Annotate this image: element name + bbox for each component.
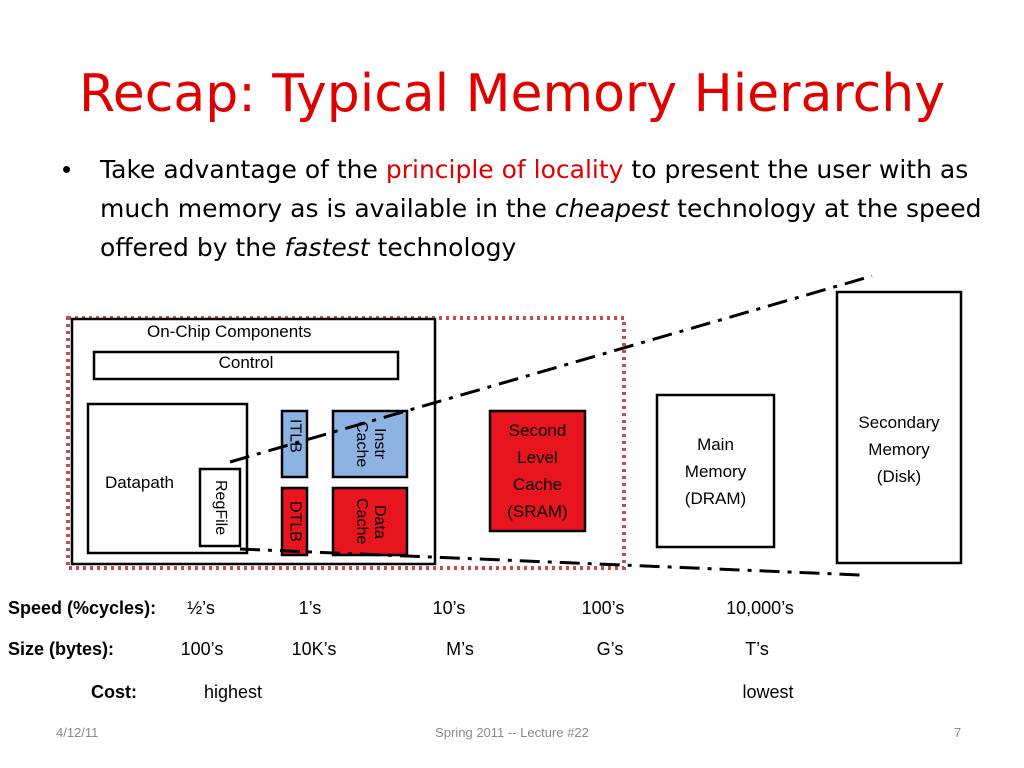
principle-of-locality: principle of locality: [385, 155, 624, 184]
footer-page-number: 7: [954, 725, 962, 740]
on-chip-box: [70, 317, 437, 566]
speed-value: 1’s: [298, 598, 322, 618]
slide-title: Recap: Typical Memory Hierarchy: [79, 64, 945, 124]
size-label: Size (bytes):: [8, 639, 115, 659]
data-cache-box: [331, 486, 409, 557]
speed-value: ½’s: [187, 598, 215, 618]
control-box: [92, 350, 400, 381]
size-value: 10K’s: [291, 639, 337, 659]
bullet-part4: technology: [369, 233, 517, 262]
dtlb-label: DTLB: [286, 500, 304, 542]
main-memory-box: [655, 393, 776, 549]
size-value: M’s: [446, 639, 474, 659]
main-memory-label: Main Memory (DRAM): [684, 434, 747, 508]
footer-date: 4/12/11: [56, 725, 99, 740]
speed-value: 10,000’s: [726, 598, 794, 618]
cheapest-word: cheapest: [554, 194, 670, 223]
regfile-label: RegFile: [212, 479, 229, 536]
dtlb-box: [280, 486, 309, 557]
speed-value: 10’s: [432, 598, 466, 618]
bullet-part2: to present the user with as much memory …: [100, 155, 969, 223]
size-value: G’s: [596, 639, 624, 659]
footer-course: Spring 2011 -- Lecture #22: [435, 725, 589, 740]
second-level-cache-label: Second Level Cache (SRAM): [507, 421, 568, 521]
cost-value-highest: highest: [203, 682, 263, 702]
data-cache-label: Data Cache: [353, 498, 388, 545]
fastest-word: fastest: [284, 233, 370, 262]
itlb-label: ITLB: [286, 419, 304, 453]
funnel-line-bottom: [239, 547, 861, 577]
bullet-text: Take advantage of the principle of local…: [100, 150, 990, 267]
bullet-part1: Take advantage of the: [100, 155, 386, 184]
speed-value: 100’s: [581, 598, 625, 618]
second-level-cache-box: [488, 409, 587, 533]
funnel-line-top: [229, 274, 873, 464]
cost-value-lowest: lowest: [742, 682, 794, 702]
secondary-memory-label: Secondary Memory (Disk): [858, 412, 940, 486]
itlb-box: [280, 409, 309, 479]
regfile-box: [198, 467, 242, 548]
datapath-label: Datapath: [105, 473, 174, 492]
size-value: 100’s: [180, 639, 224, 659]
bullet-marker: •: [62, 154, 72, 184]
bullet-part3: technology at the speed offered by the: [100, 194, 982, 262]
instr-cache-box: [331, 409, 409, 479]
size-value: T’s: [745, 639, 769, 659]
control-label: Control: [218, 353, 274, 372]
instr-cache-label: Instr Cache: [353, 420, 388, 468]
speed-label: Speed (%cycles):: [8, 598, 157, 618]
cost-label: Cost:: [91, 682, 137, 702]
on-chip-label: On-Chip Components: [147, 322, 312, 341]
processor-dotted-border: [66, 316, 626, 570]
secondary-memory-box: [835, 290, 963, 565]
